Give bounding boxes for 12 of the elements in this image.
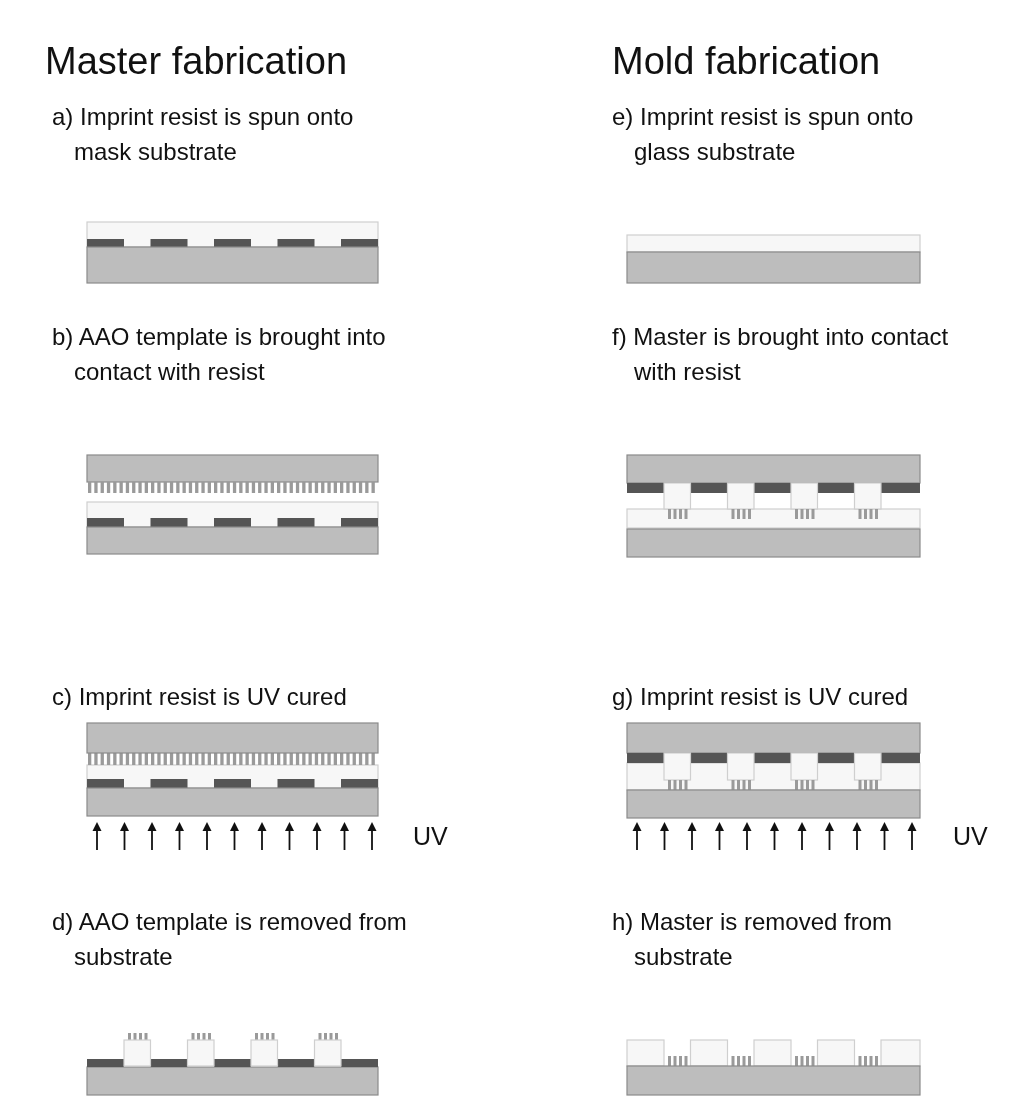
step-caption: f) Master is brought into contact with resist: [612, 322, 950, 387]
step-caption: d) AAO template is removed from substrate: [52, 907, 408, 972]
step-caption: c) Imprint resist is UV cured: [52, 682, 348, 712]
column-heading: Mold fabrication: [612, 40, 881, 83]
uv-label: UV: [413, 822, 448, 851]
step-caption: e) Imprint resist is spun onto glass substrate: [612, 102, 915, 167]
step-caption: a) Imprint resist is spun onto mask substrate: [52, 102, 355, 167]
uv-label: UV: [953, 822, 988, 851]
step-caption: h) Master is removed from substrate: [612, 907, 894, 972]
column-heading: Master fabrication: [45, 40, 347, 83]
step-caption: g) Imprint resist is UV cured: [612, 682, 910, 712]
step-caption: b) AAO template is brought into contact with resist: [52, 322, 387, 387]
